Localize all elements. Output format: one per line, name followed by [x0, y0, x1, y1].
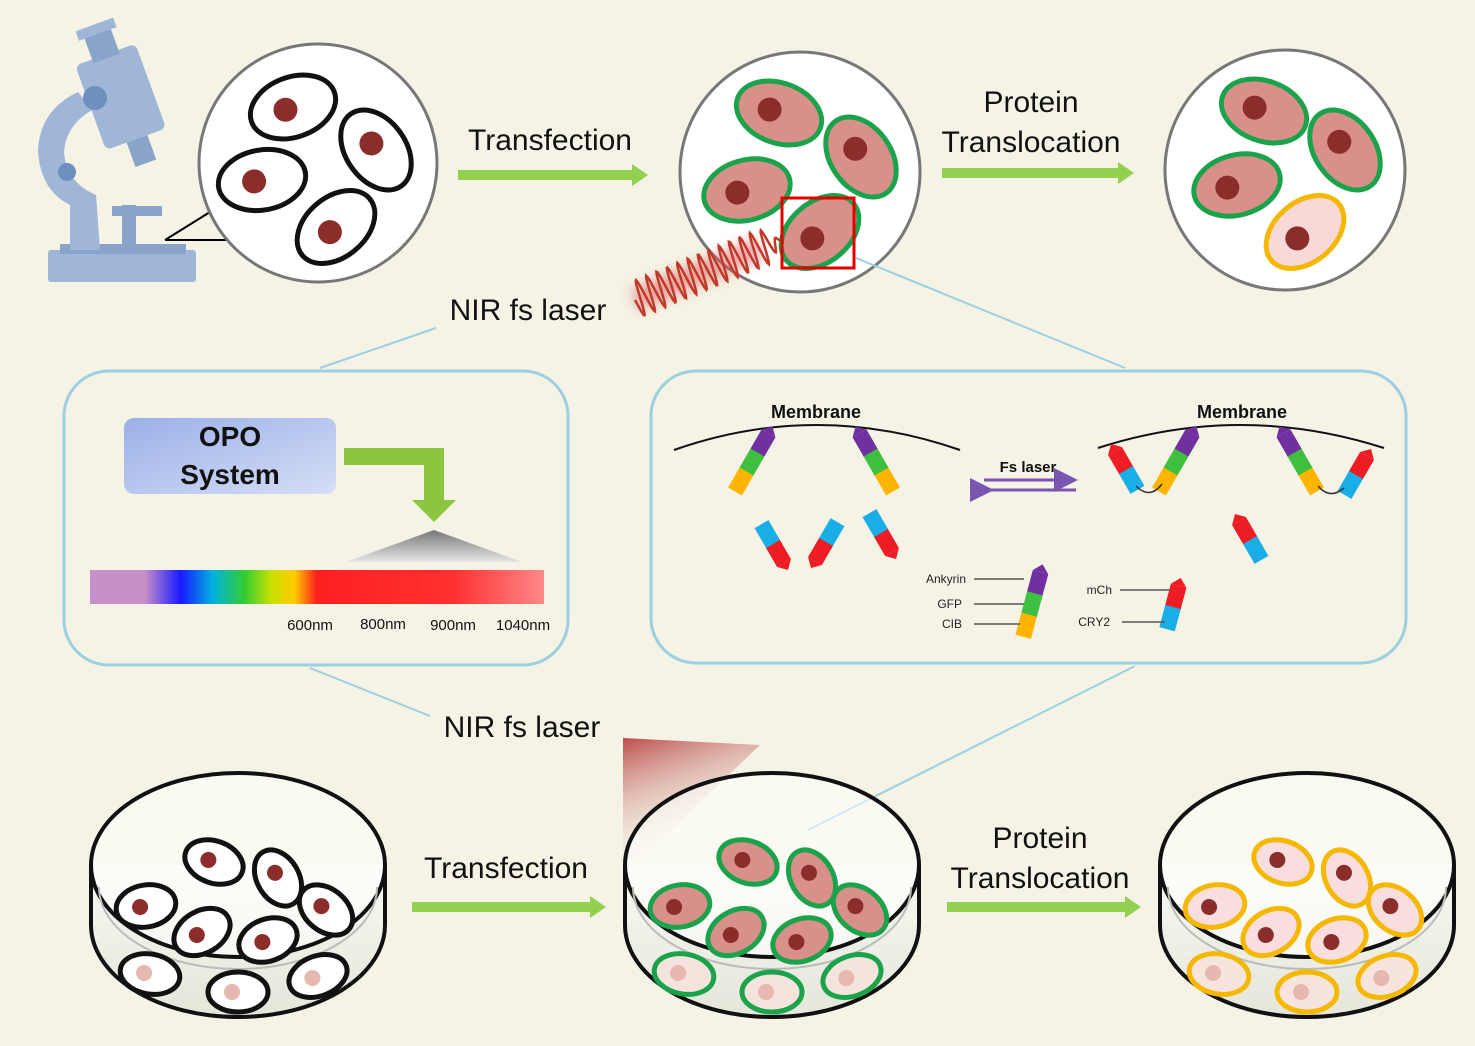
cell-untransfected	[247, 72, 339, 142]
label-transfection-bottom: Transfection	[424, 852, 588, 885]
opo-panel: OPO System 600nm 800nm 900nm 1040nm	[62, 369, 570, 667]
cytosolic-construct	[1232, 514, 1269, 564]
dish-cell	[1365, 882, 1425, 938]
dish-cell	[171, 905, 233, 959]
membrane-label-left: Membrane	[771, 402, 861, 422]
opo-system-box	[124, 418, 336, 494]
cell-translocated	[1307, 107, 1383, 193]
membrane-label-right: Membrane	[1197, 402, 1287, 422]
opo-label-line1: OPO	[199, 421, 261, 452]
dish-cell	[1305, 915, 1369, 965]
label-translocation-top: Translocation	[942, 126, 1121, 159]
cell-transfected	[701, 156, 793, 224]
label-protein-top: Protein	[983, 86, 1078, 119]
dish-cell	[236, 915, 300, 965]
cytosolic-construct	[754, 520, 791, 570]
dish-cell-lower	[286, 952, 350, 1000]
dish-cell-lower	[739, 969, 805, 1015]
label-translocation-bottom: Translocation	[951, 862, 1130, 895]
dish-cell	[1240, 905, 1302, 959]
dish-cell-lower	[117, 951, 183, 997]
cell-transfected	[733, 78, 825, 148]
spectrum-zoom-triangle	[346, 530, 522, 562]
membrane-panel: Membrane Membrane Fs laser Ankyrin GFP C…	[649, 369, 1408, 665]
legend-mch: mCh	[1087, 583, 1112, 597]
label-nir-top: NIR fs laser	[450, 294, 607, 327]
cell-untransfected	[215, 146, 309, 214]
dish-cell	[113, 882, 179, 930]
dish-cell-lower	[1355, 952, 1419, 1000]
membrane-curve-left	[673, 424, 961, 451]
dish-cell	[716, 837, 780, 887]
label-protein-bottom: Protein	[992, 822, 1087, 855]
microscope-icon	[38, 17, 228, 282]
dish-cell-lower	[1274, 969, 1340, 1015]
dish-cell-lower	[651, 951, 717, 997]
legend-construct	[1015, 564, 1049, 639]
legend-cry2: CRY2	[1078, 615, 1110, 629]
dish-cell	[1320, 847, 1374, 909]
legend-cib: CIB	[942, 617, 962, 631]
highlight-box	[780, 196, 856, 270]
dish-cell-lower	[820, 952, 884, 1000]
label-nir-bottom: NIR fs laser	[444, 711, 601, 744]
cell-untransfected	[338, 107, 414, 193]
dish-cell	[296, 882, 356, 938]
cell-translocated	[1191, 151, 1283, 219]
spectrum-bar	[90, 570, 544, 604]
protein-legend: Ankyrin GFP CIB mCh CRY2	[926, 572, 1170, 631]
arrow-transfection-top	[458, 164, 648, 186]
dish-cell-lower	[1186, 951, 1252, 997]
wavelength-800: 800nm	[360, 616, 406, 633]
arrow-translocation-bottom	[947, 896, 1141, 918]
legend-ankyrin: Ankyrin	[926, 572, 966, 586]
dish-cell	[1251, 837, 1315, 887]
cytosolic-construct	[862, 509, 899, 559]
cell-translocated	[1218, 76, 1310, 146]
dish-cell	[830, 882, 890, 938]
wavelength-1040: 1040nm	[496, 617, 550, 634]
cell-transfected	[823, 114, 899, 200]
wavelength-600: 600nm	[287, 617, 333, 634]
protein-constructs	[728, 426, 1374, 639]
opo-label-line2: System	[180, 459, 280, 490]
dish-cell	[1182, 882, 1248, 930]
membrane-construct	[728, 426, 776, 496]
dish-cell	[785, 847, 839, 909]
bound-construct	[1108, 444, 1145, 494]
wavelength-900: 900nm	[430, 617, 476, 634]
arrow-transfection-bottom	[412, 896, 606, 918]
fs-laser-label: Fs laser	[1000, 459, 1057, 476]
dish-cell	[770, 915, 834, 965]
cell-translocated	[1263, 193, 1347, 271]
top-cells	[215, 72, 1383, 271]
laser-wave-icon	[630, 227, 781, 317]
bound-construct	[1337, 449, 1374, 499]
membrane-construct	[852, 426, 900, 496]
dish-cell	[182, 837, 246, 887]
label-transfection-top: Transfection	[468, 124, 632, 157]
dish-cell	[647, 882, 713, 930]
bottom-cells	[113, 837, 1425, 1015]
cell-untransfected	[294, 188, 378, 266]
dish-cell	[705, 905, 767, 959]
membrane-construct	[1276, 426, 1324, 496]
legend-gfp: GFP	[937, 597, 962, 611]
legend-construct	[1159, 578, 1187, 632]
membrane-curve-right	[1097, 424, 1385, 449]
dish-cell-lower	[205, 969, 271, 1015]
cytosolic-construct	[808, 518, 845, 568]
dish-cell	[251, 847, 305, 909]
arrow-translocation-top	[942, 162, 1134, 184]
opo-output-arrow	[344, 448, 456, 522]
